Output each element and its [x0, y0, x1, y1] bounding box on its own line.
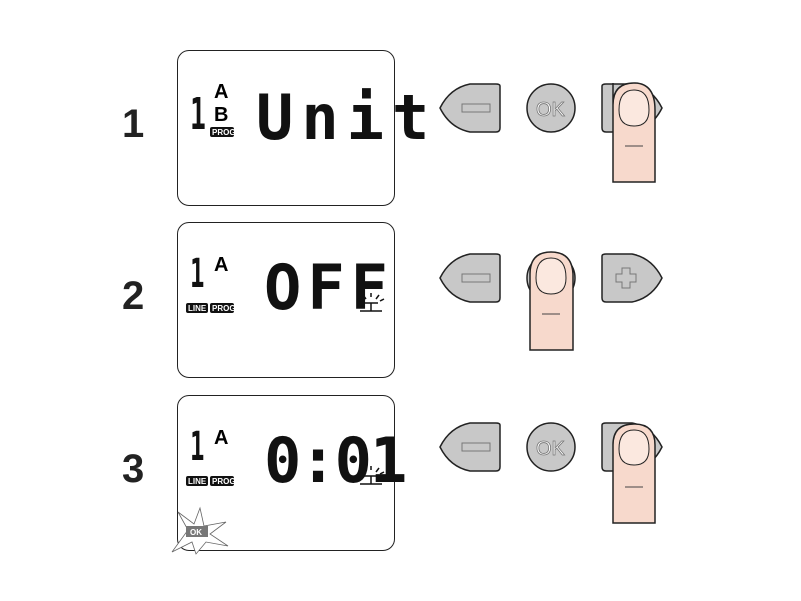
plus-icon [615, 267, 637, 289]
minus-button[interactable] [439, 83, 501, 133]
line-badge [186, 303, 208, 313]
lcd-display: 1 A LINE PROG OFF [177, 222, 395, 378]
step-1: 1 1 A B PROG Unit OK [0, 50, 801, 210]
control-buttons: OK [439, 82, 663, 183]
line-digit: 1 [190, 88, 206, 140]
prog-badge [210, 127, 234, 137]
main-readout: 0:01 [264, 424, 405, 497]
sprinkler-icon [357, 466, 385, 485]
ok-flash-indicator: OK [171, 506, 229, 555]
prog-badge-label: PROG [212, 477, 236, 486]
step-2: 2 1 A LINE PROG OFF [0, 222, 801, 382]
prog-badge [210, 476, 234, 486]
step-number: 1 [122, 102, 145, 146]
minus-icon [461, 442, 491, 452]
zone-a: A [214, 427, 228, 449]
prog-badge-label: PROG [212, 304, 236, 313]
line-digit: 1 [190, 422, 204, 469]
prog-badge-label: PROG [212, 128, 236, 137]
fingernail [618, 89, 650, 127]
main-readout: Unit [256, 81, 437, 154]
step-number: 3 [122, 447, 145, 491]
line-badge-label: LINE [188, 304, 207, 313]
control-buttons: OK [439, 422, 663, 524]
line-badge [186, 476, 208, 486]
minus-icon [461, 103, 491, 113]
fingernail [618, 429, 650, 466]
sprinkler-icon [357, 293, 385, 312]
main-readout: OFF [264, 251, 394, 324]
lcd-display: 1 A LINE PROG 0:01 OK [171, 395, 407, 555]
line-digit: 1 [190, 249, 204, 296]
ok-button[interactable] [526, 422, 576, 472]
ok-label: OK [536, 99, 566, 121]
plus-button[interactable] [601, 253, 663, 303]
zone-a: A [214, 254, 228, 276]
ok-button[interactable] [526, 83, 576, 133]
fingernail [535, 257, 567, 295]
step-3: 3 1 A LINE PROG 0:01 OK OK [0, 395, 801, 555]
ok-flash-label: OK [190, 528, 202, 537]
minus-button[interactable] [439, 422, 501, 472]
minus-icon [461, 273, 491, 283]
zone-a: A [214, 81, 228, 103]
line-badge-label: LINE [188, 477, 207, 486]
lcd-display: 1 A B PROG Unit [177, 50, 429, 206]
minus-button[interactable] [439, 253, 501, 303]
ok-label: OK [536, 438, 566, 460]
step-number: 2 [122, 274, 145, 318]
control-buttons [439, 251, 663, 351]
zone-b: B [214, 104, 228, 126]
prog-badge [210, 303, 234, 313]
